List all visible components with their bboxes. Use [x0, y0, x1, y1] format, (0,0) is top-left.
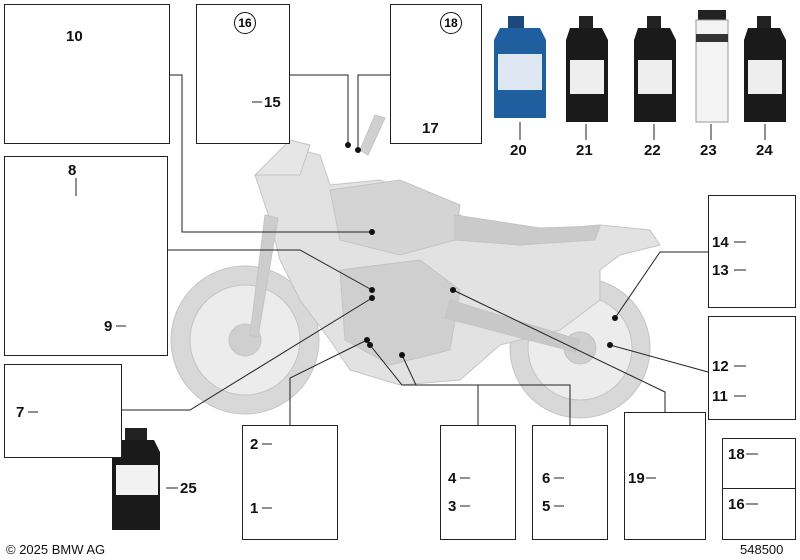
label-part-21: 21	[576, 142, 593, 159]
diagram-number: 548500	[740, 542, 784, 557]
label-part-9: 9	[104, 318, 113, 335]
label-part-12: 12	[712, 358, 729, 375]
spray-can-part	[695, 10, 729, 123]
label-part-3: 3	[448, 498, 457, 515]
label-part-17: 17	[422, 120, 439, 137]
label-part-14: 14	[712, 234, 729, 251]
label-part-6: 6	[542, 470, 551, 487]
box-plug-5-6	[532, 425, 608, 540]
engine-oil-bottle-part	[494, 16, 546, 118]
label-part-18-small: 18	[728, 446, 745, 463]
label-part-16-circled: 16	[234, 12, 256, 34]
box-spark-plug	[4, 364, 122, 458]
label-part-20: 20	[510, 142, 527, 159]
label-part-11: 11	[712, 388, 728, 405]
label-part-8: 8	[68, 162, 77, 179]
label-part-13: 13	[712, 262, 729, 279]
label-part-2: 2	[250, 436, 259, 453]
label-part-25: 25	[180, 480, 197, 497]
box-reservoir-cover-18	[390, 4, 482, 144]
label-part-16-small: 16	[728, 496, 745, 513]
box-plug-13-14	[708, 195, 796, 308]
motorcycle-illustration	[170, 114, 661, 419]
box-gasket-set	[4, 156, 168, 356]
label-part-22: 22	[644, 142, 661, 159]
leader-dots	[345, 142, 618, 358]
label-part-5: 5	[542, 498, 551, 515]
label-part-15: 15	[264, 94, 281, 111]
box-screws	[722, 438, 796, 540]
label-part-10: 10	[66, 28, 83, 45]
label-part-24: 24	[756, 142, 773, 159]
box-reservoir-19	[624, 412, 706, 540]
oil-bottle-part-22	[634, 16, 676, 122]
oil-bottle-part-21	[566, 16, 608, 122]
box-screws-divider	[722, 488, 796, 489]
coolant-bottle-part	[112, 428, 160, 530]
label-part-1: 1	[250, 500, 259, 517]
label-part-23: 23	[700, 142, 717, 159]
leader-lines	[122, 74, 709, 425]
box-oil-filter	[242, 425, 338, 540]
label-part-19: 19	[628, 470, 645, 487]
oil-bottle-part-24	[744, 16, 786, 122]
box-air-filter	[4, 4, 170, 144]
label-part-18-circled: 18	[440, 12, 462, 34]
copyright-text: © 2025 BMW AG	[6, 542, 106, 557]
label-part-7: 7	[16, 404, 25, 421]
box-plug-11-12	[708, 316, 796, 420]
box-plug-3-4	[440, 425, 516, 540]
label-part-4: 4	[448, 470, 457, 487]
